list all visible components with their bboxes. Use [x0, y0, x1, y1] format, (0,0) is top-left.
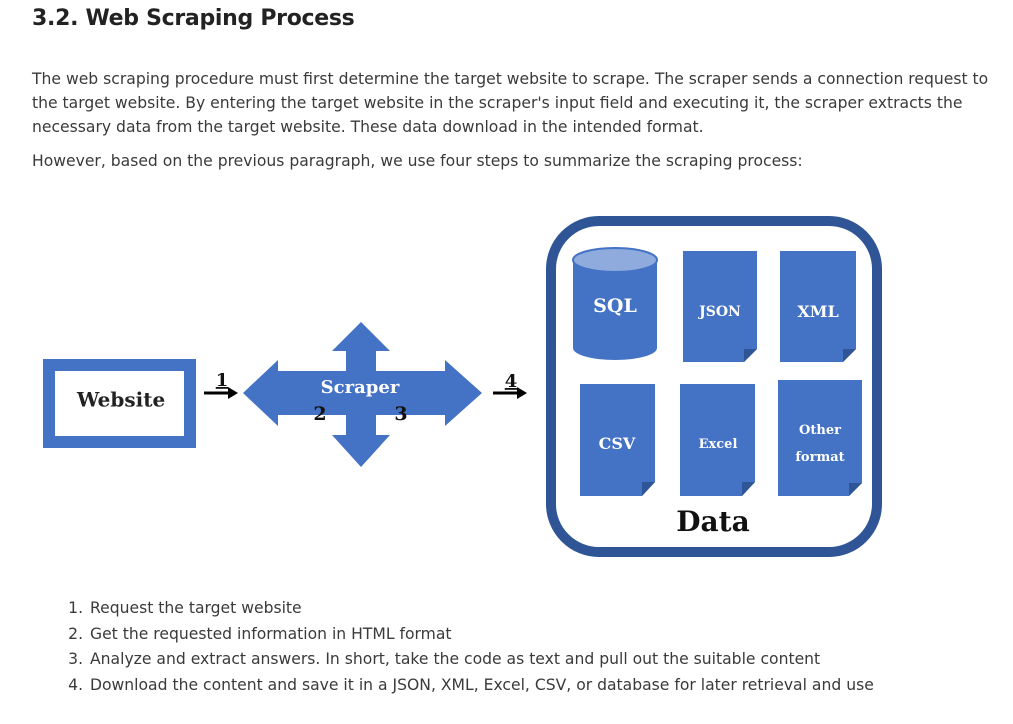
excel-document-icon: Excel — [680, 384, 755, 496]
other-format-document-icon: Other format — [778, 380, 862, 496]
scraper-label: Scraper — [321, 377, 400, 398]
list-item: Request the target website — [88, 596, 874, 622]
list-item: Analyze and extract answers. In short, t… — [88, 647, 874, 673]
xml-label: XML — [797, 302, 838, 321]
step-2-label: 2 — [313, 403, 326, 425]
step-1-label: 1 — [216, 370, 229, 391]
list-item: Download the content and save it in a JS… — [88, 673, 874, 699]
data-label: Data — [676, 505, 750, 538]
step-4-arrow: 4 — [493, 371, 527, 399]
sql-database-icon: SQL — [572, 247, 658, 360]
sql-label: SQL — [593, 295, 637, 317]
data-storage-node: SQL JSON XML CSV Excel — [546, 216, 882, 557]
website-node: Website — [43, 359, 196, 448]
step-1-arrow: 1 — [204, 370, 238, 399]
json-document-icon: JSON — [683, 251, 757, 362]
other-format-label-line2: format — [795, 450, 844, 465]
step-4-label: 4 — [505, 371, 518, 392]
csv-label: CSV — [599, 434, 636, 453]
list-item: Get the requested information in HTML fo… — [88, 622, 874, 648]
xml-document-icon: XML — [780, 251, 856, 362]
json-label: JSON — [697, 304, 741, 320]
scraping-process-diagram: Website 1 Scraper 2 3 4 SQL JSON — [43, 216, 882, 557]
intro-paragraph: The web scraping procedure must first de… — [32, 70, 989, 136]
website-label: Website — [76, 388, 165, 412]
step-3-label: 3 — [394, 403, 407, 425]
other-format-label-line1: Other — [799, 423, 841, 438]
summary-paragraph: However, based on the previous paragraph… — [32, 152, 803, 170]
steps-list: Request the target website Get the reque… — [70, 596, 874, 698]
excel-label: Excel — [699, 437, 738, 452]
scraper-node: Scraper 2 3 — [243, 322, 482, 467]
csv-document-icon: CSV — [580, 384, 655, 496]
section-title: 3.2. Web Scraping Process — [32, 6, 355, 31]
